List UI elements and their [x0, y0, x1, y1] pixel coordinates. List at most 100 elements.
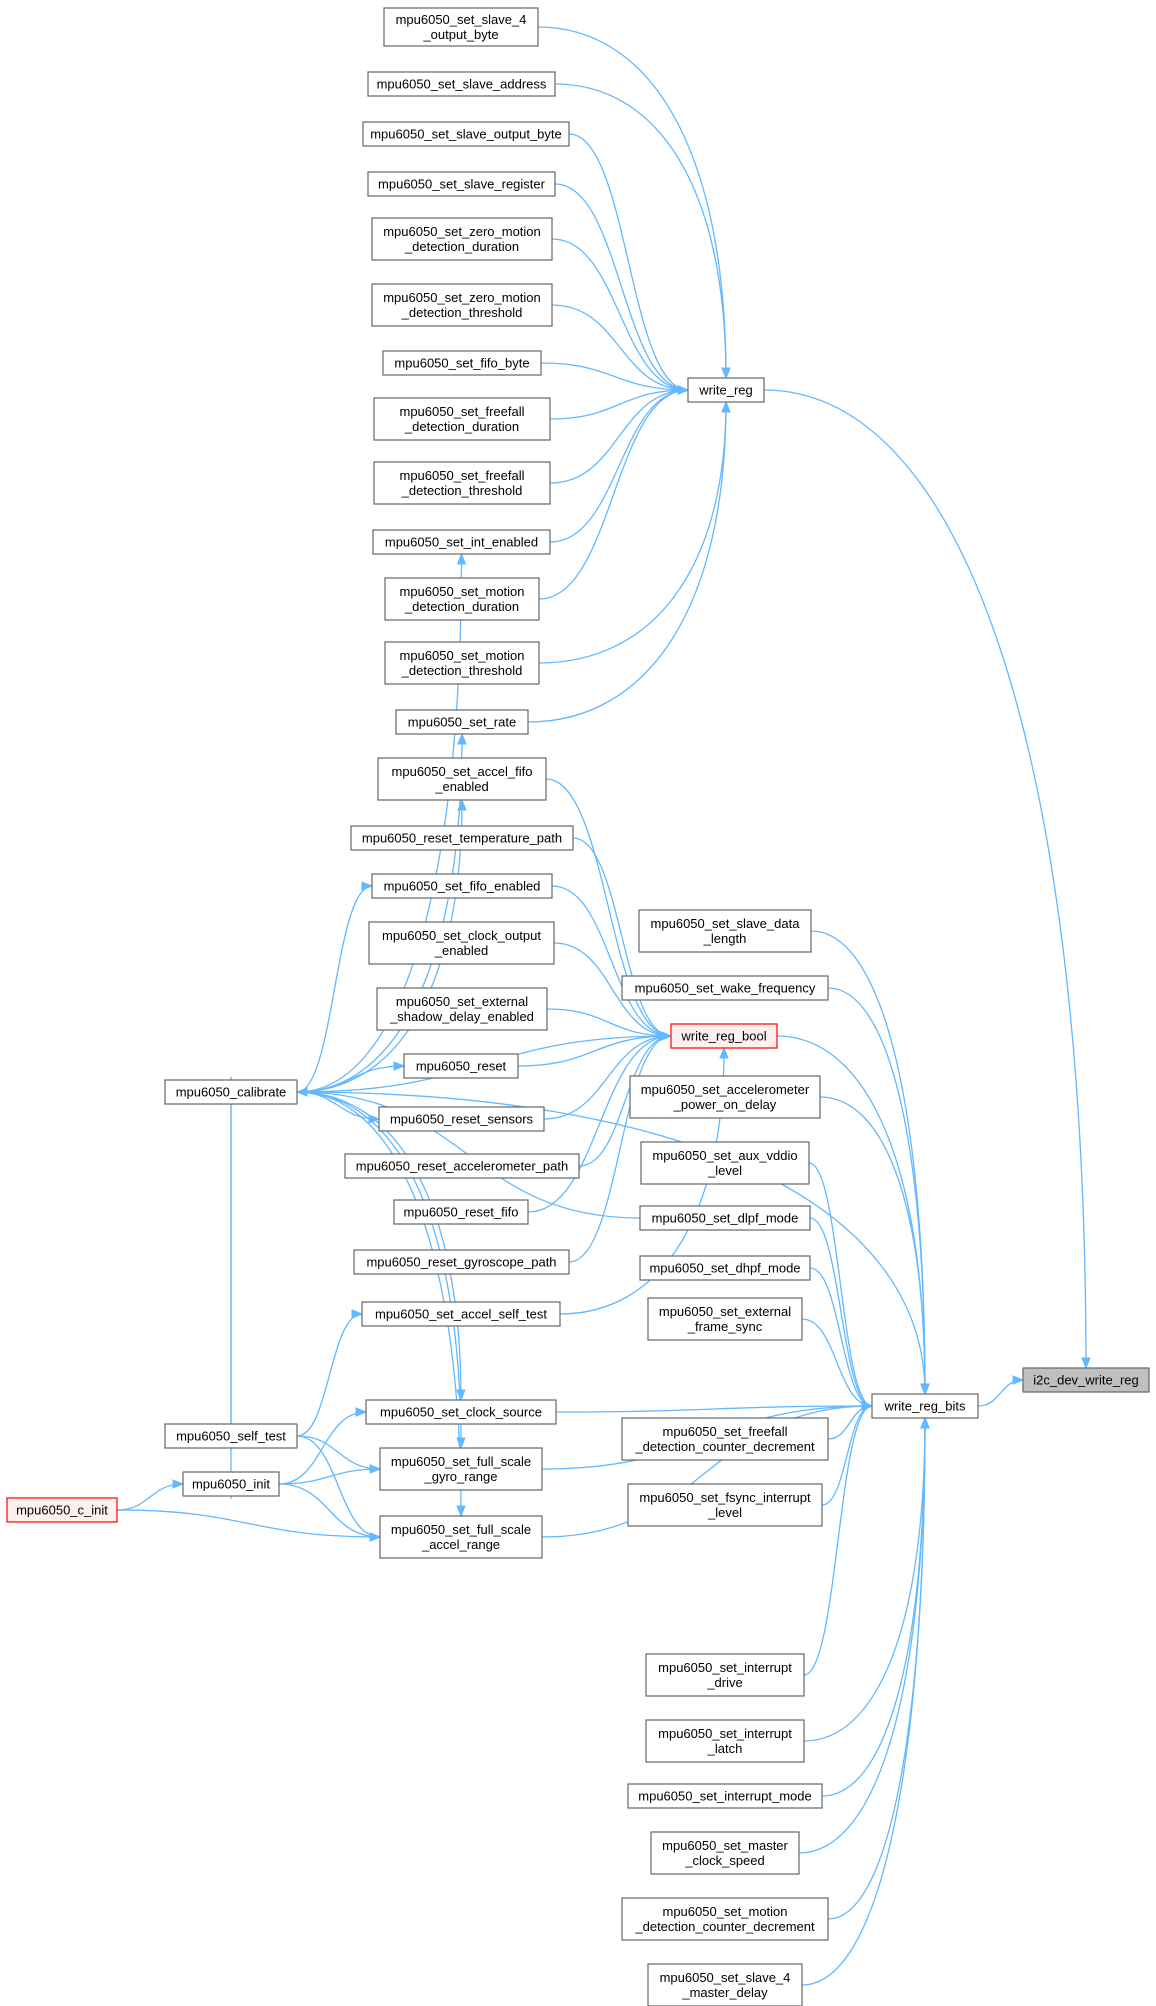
node-label: _enabled: [434, 943, 489, 958]
node-label: mpu6050_set_int_enabled: [385, 535, 538, 550]
edge-intmode-to-writeregbits: [821, 1416, 930, 1797]
node-slavereg[interactable]: mpu6050_set_slave_register: [367, 171, 556, 197]
node-slave4delay[interactable]: mpu6050_set_slave_4_master_delay: [647, 1963, 803, 2006]
node-intmode[interactable]: mpu6050_set_interrupt_mode: [627, 1783, 823, 1809]
node-accelselftest[interactable]: mpu6050_set_accel_self_test: [361, 1301, 561, 1327]
node-label: _detection_threshold: [401, 483, 523, 498]
node-dhpf[interactable]: mpu6050_set_dhpf_mode: [639, 1255, 811, 1281]
node-i2c[interactable]: i2c_dev_write_reg: [1022, 1367, 1150, 1393]
node-calibrate[interactable]: mpu6050_calibrate: [164, 1079, 298, 1105]
node-clkout[interactable]: mpu6050_set_clock_output_enabled: [368, 921, 555, 965]
node-extshadow[interactable]: mpu6050_set_external_shadow_delay_enable…: [376, 987, 548, 1031]
edge-wakefreq-to-writeregbits: [827, 987, 930, 1396]
edge-line: [801, 1318, 873, 1407]
edge-line: [554, 83, 727, 379]
node-label: _frame_sync: [687, 1319, 763, 1334]
node-masterclk[interactable]: mpu6050_set_master_clock_speed: [650, 1831, 800, 1875]
node-label: _detection_counter_decrement: [634, 1439, 815, 1454]
node-clksrc[interactable]: mpu6050_set_clock_source: [365, 1399, 557, 1425]
edge-line: [809, 1267, 873, 1407]
node-mcounter[interactable]: mpu6050_set_motion_detection_counter_dec…: [621, 1897, 829, 1941]
edge-selftest-to-accelselftest: [296, 1309, 364, 1437]
edge-line: [798, 1417, 926, 1854]
node-extframe[interactable]: mpu6050_set_external_frame_sync: [647, 1297, 803, 1341]
node-writeregbits[interactable]: write_reg_bits: [871, 1393, 979, 1419]
node-box: [350, 825, 574, 851]
node-box: [376, 987, 548, 1031]
node-label: _accel_range: [421, 1537, 500, 1552]
edge-line: [278, 1468, 381, 1485]
edge-line: [278, 1483, 381, 1538]
edge-slaveoutbyte-to-writereg: [568, 133, 690, 395]
node-slaveaddr[interactable]: mpu6050_set_slave_address: [367, 71, 556, 97]
node-fifoen[interactable]: mpu6050_set_fifo_enabled: [371, 873, 553, 899]
edge-line: [551, 238, 689, 391]
node-label: _detection_duration: [404, 239, 519, 254]
node-box: [373, 461, 551, 505]
node-accelpower[interactable]: mpu6050_set_accelerometer_power_on_delay: [629, 1075, 821, 1119]
edge-init-to-gyrorange: [278, 1464, 382, 1485]
node-resetgyro[interactable]: mpu6050_reset_gyroscope_path: [353, 1249, 570, 1275]
node-ffdur[interactable]: mpu6050_set_freefall_detection_duration: [373, 397, 551, 441]
node-auxvddio[interactable]: mpu6050_set_aux_vddio_level: [640, 1141, 810, 1185]
edge-writereg-to-i2c: [763, 389, 1091, 1370]
node-label: mpu6050_set_full_scale: [391, 1454, 531, 1469]
node-writeregbool[interactable]: write_reg_bool: [670, 1023, 778, 1049]
node-slaveoutbyte[interactable]: mpu6050_set_slave_output_byte: [362, 121, 570, 147]
edge-arrowhead: [361, 881, 374, 891]
node-zmdur[interactable]: mpu6050_set_zero_motion_detection_durati…: [371, 217, 553, 261]
node-fifobyte[interactable]: mpu6050_set_fifo_byte: [382, 350, 542, 376]
node-accelrange[interactable]: mpu6050_set_full_scale_accel_range: [379, 1515, 543, 1559]
node-box: [393, 1199, 529, 1225]
node-intdrive[interactable]: mpu6050_set_interrupt_drive: [645, 1653, 805, 1697]
node-box: [621, 975, 829, 1001]
node-mthr[interactable]: mpu6050_set_motion_detection_threshold: [384, 641, 540, 685]
node-wakefreq[interactable]: mpu6050_set_wake_frequency: [621, 975, 829, 1001]
node-label: mpu6050_set_aux_vddio: [652, 1148, 797, 1163]
node-label: mpu6050_set_fsync_interrupt: [639, 1490, 811, 1505]
edge-resetfifo-to-writeregbool: [527, 1031, 673, 1213]
node-slave4out[interactable]: mpu6050_set_slave_4_output_byte: [383, 7, 539, 47]
node-ffcounter[interactable]: mpu6050_set_freefall_detection_counter_d…: [621, 1417, 829, 1461]
node-resetaccel[interactable]: mpu6050_reset_accelerometer_path: [344, 1153, 580, 1179]
node-resetfifo[interactable]: mpu6050_reset_fifo: [393, 1199, 529, 1225]
edge-line: [546, 1008, 672, 1037]
node-init[interactable]: mpu6050_init: [182, 1471, 280, 1497]
node-intlatch[interactable]: mpu6050_set_interrupt_latch: [645, 1719, 805, 1763]
edge-line: [541, 1405, 873, 1538]
node-reset[interactable]: mpu6050_reset: [403, 1053, 519, 1079]
node-accelfifo[interactable]: mpu6050_set_accel_fifo_enabled: [377, 757, 547, 801]
node-label: _enabled: [434, 779, 489, 794]
node-slavedatalen[interactable]: mpu6050_set_slave_data_length: [638, 909, 812, 953]
node-label: write_reg: [698, 383, 752, 398]
node-box: [395, 709, 529, 735]
node-rate[interactable]: mpu6050_set_rate: [395, 709, 529, 735]
node-zmthr[interactable]: mpu6050_set_zero_motion_detection_thresh…: [371, 283, 553, 327]
node-cinit[interactable]: mpu6050_c_init: [6, 1497, 118, 1523]
edge-line: [296, 1091, 462, 1401]
node-label: mpu6050_set_motion: [399, 584, 524, 599]
node-ffthr[interactable]: mpu6050_set_freefall_detection_threshold: [373, 461, 551, 505]
node-box: [647, 1297, 803, 1341]
node-writereg[interactable]: write_reg: [687, 377, 765, 403]
node-gyrorange[interactable]: mpu6050_set_full_scale_gyro_range: [379, 1447, 543, 1491]
node-box: [383, 7, 539, 47]
node-label: mpu6050_reset_gyroscope_path: [366, 1255, 556, 1270]
node-mdur[interactable]: mpu6050_set_motion_detection_duration: [384, 577, 540, 621]
edge-line: [568, 133, 689, 391]
edge-line: [803, 1405, 873, 1676]
node-dlpf[interactable]: mpu6050_set_dlpf_mode: [639, 1205, 811, 1231]
node-label: _detection_threshold: [401, 305, 523, 320]
node-box: [164, 1423, 298, 1449]
edge-arrowhead: [861, 1401, 874, 1411]
node-intenabled[interactable]: mpu6050_set_int_enabled: [372, 529, 551, 555]
node-fsyncint[interactable]: mpu6050_set_fsync_interrupt_level: [627, 1483, 823, 1527]
edge-auxvddio-to-writeregbits: [808, 1162, 874, 1411]
edge-line: [808, 1162, 873, 1407]
node-selftest[interactable]: mpu6050_self_test: [164, 1423, 298, 1449]
node-label: mpu6050_set_rate: [408, 715, 516, 730]
node-resettemp[interactable]: mpu6050_reset_temperature_path: [350, 825, 574, 851]
node-resetsensors[interactable]: mpu6050_reset_sensors: [378, 1106, 545, 1132]
edge-intenabled-to-writereg: [549, 385, 690, 543]
edge-line: [296, 1091, 380, 1120]
